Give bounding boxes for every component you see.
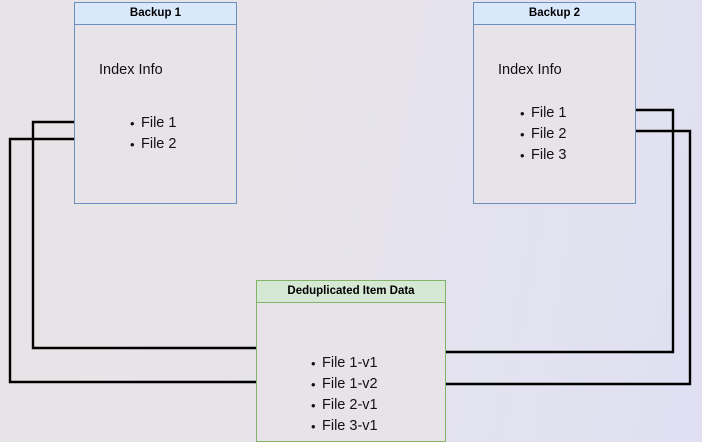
backup-2-title: Backup 2 xyxy=(474,3,635,25)
list-item[interactable]: File 1 xyxy=(520,103,567,124)
backup-2-body: Index Info File 1 File 2 File 3 xyxy=(474,25,635,203)
deduplicated-item-data-body: File 1-v1 File 1-v2 File 2-v1 File 3-v1 xyxy=(257,303,445,441)
list-item[interactable]: File 2 xyxy=(130,134,177,155)
list-item[interactable]: File 3 xyxy=(520,145,567,166)
list-item[interactable]: File 1-v1 xyxy=(311,353,378,374)
backup-1-title: Backup 1 xyxy=(75,3,236,25)
deduplicated-item-data-title: Deduplicated Item Data xyxy=(257,281,445,303)
backup-2-node[interactable]: Backup 2 Index Info File 1 File 2 File 3 xyxy=(473,2,636,204)
backup-2-index-label: Index Info xyxy=(498,62,562,78)
backup-1-index-label: Index Info xyxy=(99,62,163,78)
list-item[interactable]: File 1 xyxy=(130,113,177,134)
backup-2-file-list: File 1 File 2 File 3 xyxy=(515,103,567,166)
backup-1-node[interactable]: Backup 1 Index Info File 1 File 2 xyxy=(74,2,237,204)
backup-1-body: Index Info File 1 File 2 xyxy=(75,25,236,203)
list-item[interactable]: File 2-v1 xyxy=(311,395,378,416)
list-item[interactable]: File 2 xyxy=(520,124,567,145)
backup-1-file-list: File 1 File 2 xyxy=(125,113,177,155)
list-item[interactable]: File 3-v1 xyxy=(311,416,378,437)
deduplicated-item-data-node[interactable]: Deduplicated Item Data File 1-v1 File 1-… xyxy=(256,280,446,442)
list-item[interactable]: File 1-v2 xyxy=(311,374,378,395)
deduplicated-file-list: File 1-v1 File 1-v2 File 2-v1 File 3-v1 xyxy=(306,353,378,437)
